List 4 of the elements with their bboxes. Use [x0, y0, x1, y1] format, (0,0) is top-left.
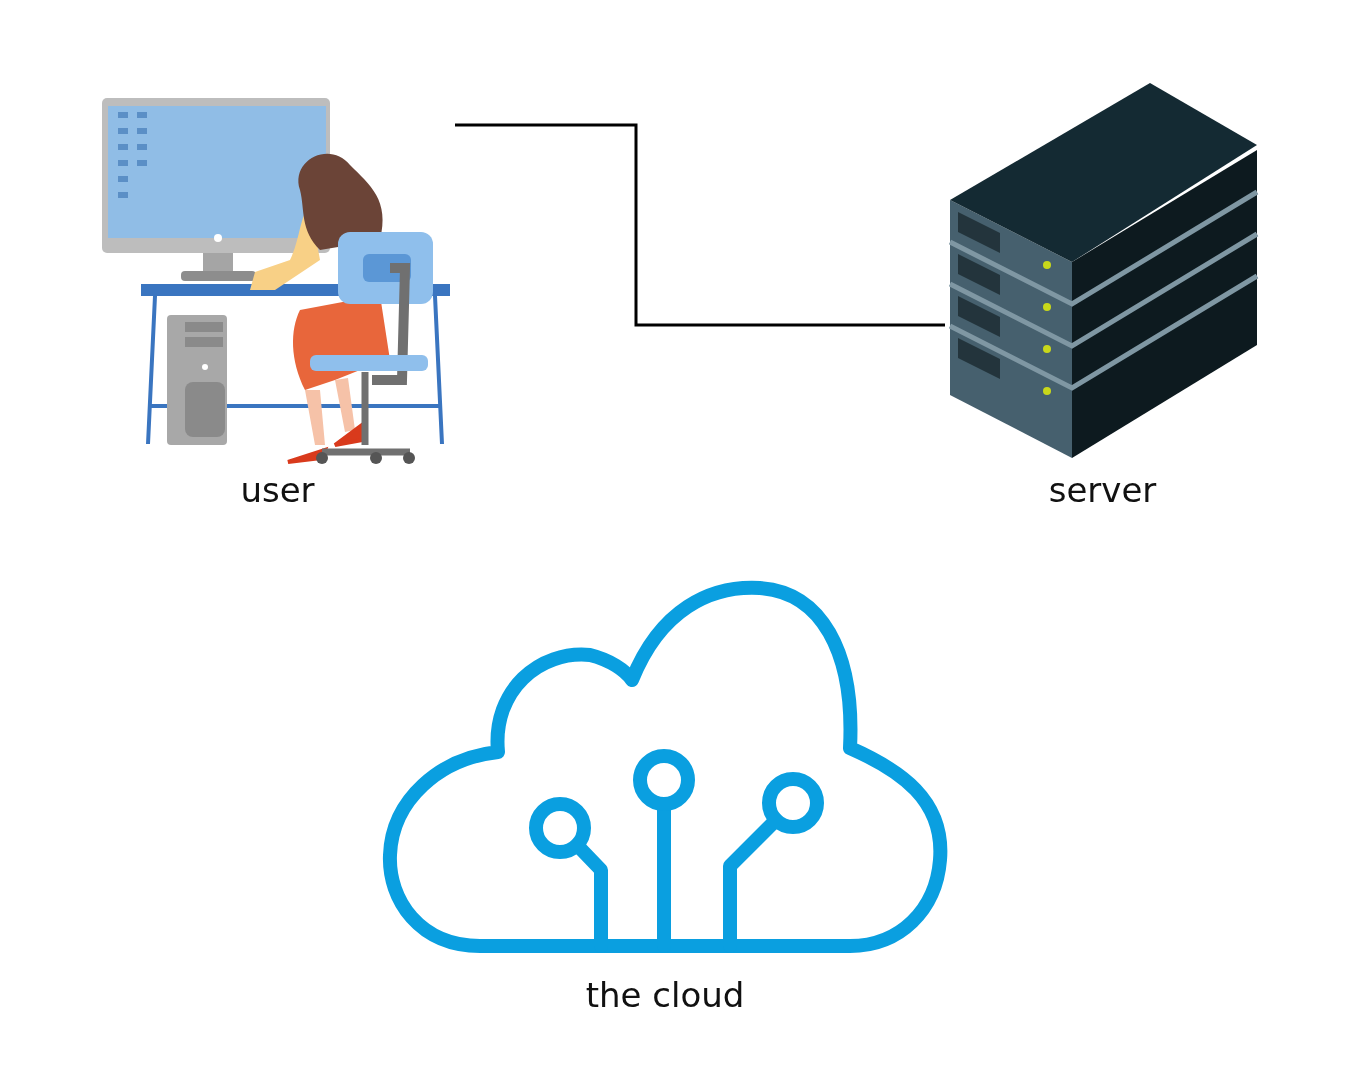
node-label: server [1047, 470, 1158, 510]
node-label: user [239, 470, 316, 510]
connector-line [455, 123, 945, 327]
node-label: the cloud [584, 975, 746, 1015]
